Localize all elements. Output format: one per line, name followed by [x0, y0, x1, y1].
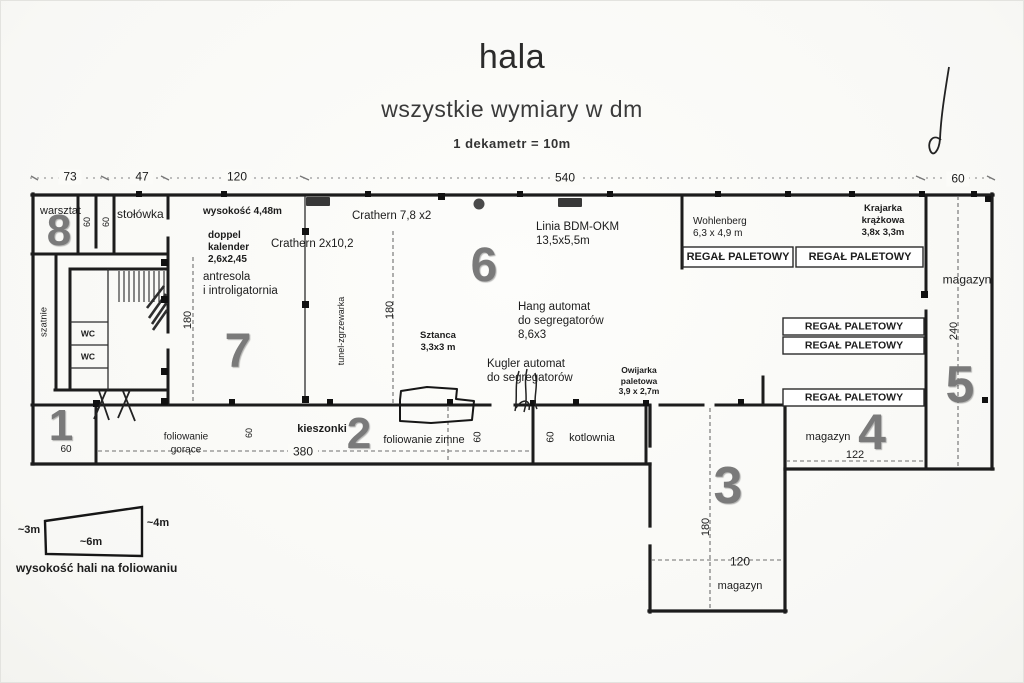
- dimension-chain-line: [30, 175, 996, 181]
- room-number-1: 1: [48, 401, 74, 450]
- dim-540: 540: [549, 170, 581, 186]
- dim-60-b: 60: [472, 431, 484, 443]
- kotlownia-label: kotlownia: [569, 432, 615, 445]
- partition-lines: [70, 196, 306, 403]
- kugler-automat-label: Kugler automat do segregatorów: [487, 358, 573, 385]
- room-number-8: 8: [46, 206, 72, 255]
- crathern-2x102-label: Crathern 2x10,2: [271, 238, 354, 250]
- room-number-6: 6: [470, 239, 498, 292]
- legend-trapezoid: [43, 505, 144, 558]
- dim-240: 240: [948, 321, 960, 341]
- cell-dim-60-b: 60: [101, 216, 111, 228]
- stamp-marks: [306, 197, 582, 207]
- shelf-label-3: REGAŁ PALETOWY: [804, 320, 904, 333]
- stairs-dark-hatch: [145, 285, 169, 331]
- dim-180-mid: 180: [384, 300, 396, 320]
- stairs-hatch: [118, 271, 165, 302]
- shelf-label-1: REGAŁ PALETOWY: [686, 251, 790, 264]
- page-subtitle: wszystkie wymiary w dm: [381, 96, 643, 122]
- column-dot: [473, 198, 485, 210]
- kieszonki-label: kieszonki: [297, 423, 347, 436]
- doppel-kalender-label: doppel kalender 2,6x2,45: [208, 230, 250, 266]
- dim-180-left: 180: [182, 310, 194, 330]
- hand-drawn-scribble: [514, 368, 538, 413]
- antresola-label: antresola i introligatornia: [203, 271, 278, 298]
- hand-drawn-arrow-icon: [928, 66, 950, 155]
- dim-180-room3: 180: [700, 517, 712, 537]
- room-number-2: 2: [346, 409, 372, 458]
- dim-73: 73: [58, 169, 82, 185]
- room-number-7: 7: [224, 325, 252, 378]
- dim-122: 122: [845, 449, 865, 462]
- legend-3m: ~3m: [17, 524, 41, 537]
- linia-bdm-label: Linia BDM-OKM 13,5x5,5m: [536, 221, 620, 248]
- page-title: hala: [478, 38, 546, 76]
- room-stolowka-label: stołówka: [117, 207, 164, 221]
- sztanca-label: Sztanca 3,3x3 m: [420, 330, 456, 353]
- dashed-guides: [98, 196, 959, 608]
- hang-automat-label: Hang automat do segregatorów 8,6x3: [518, 301, 604, 342]
- wohlenberg-label: Wohlenberg 6,3 x 4,9 m: [693, 216, 747, 240]
- shelf-label-5: REGAŁ PALETOWY: [804, 391, 904, 404]
- dim-60-room1: 60: [60, 443, 72, 455]
- owijarka-label: Owijarka paletowa 3,9 x 2,7m: [618, 365, 660, 397]
- magazyn-5-label: magazyn: [942, 272, 992, 287]
- foliowanie-gorace-label: foliowanie gorące: [163, 431, 209, 456]
- dim-120: 120: [221, 169, 253, 185]
- cell-dim-60-a: 60: [82, 216, 92, 228]
- legend-6m: ~6m: [79, 536, 103, 549]
- legend-caption: wysokość hali na foliowaniu: [16, 561, 178, 575]
- height-note: wysokość 4,48m: [203, 206, 282, 217]
- foliowanie-zimne-label: foliowanie zimne: [383, 434, 465, 447]
- door-marks: [93, 389, 136, 422]
- dim-60-a: 60: [244, 427, 254, 439]
- wc-label-a: WC: [80, 328, 96, 339]
- magazyn-3-label: magazyn: [717, 580, 763, 593]
- dim-120: 120: [729, 554, 751, 569]
- szatnie-label: szatnie: [38, 306, 50, 338]
- legend-4m: ~4m: [146, 517, 170, 530]
- hand-drawn-box-sketch: [399, 386, 475, 424]
- room-number-5: 5: [945, 356, 975, 414]
- outer-walls: [30, 192, 995, 614]
- magazyn-4-label: magazyn: [805, 431, 851, 444]
- wc-label-b: WC: [80, 351, 96, 362]
- shelf-label-2: REGAŁ PALETOWY: [808, 251, 912, 264]
- shelf-label-4: REGAŁ PALETOWY: [804, 339, 904, 352]
- crathern-78-label: Crathern 7,8 x2: [352, 210, 432, 222]
- scale-note: 1 dekametr = 10m: [453, 136, 571, 151]
- dim-380: 380: [287, 444, 319, 460]
- krajarka-label: Krajarka krążkowa 3,8x 3,3m: [861, 203, 905, 238]
- dim-60-c: 60: [545, 431, 557, 443]
- room-number-3: 3: [713, 457, 743, 515]
- room-number-4: 4: [858, 404, 886, 460]
- tunel-zgrzewarka-label: tunel-zgrzewarka: [336, 296, 346, 366]
- wall-anchors: [93, 191, 991, 407]
- room-warsztat-label: warsztat: [40, 205, 81, 217]
- shelf-outlines: [682, 246, 925, 407]
- dim-60-top: 60: [946, 171, 970, 187]
- dim-47: 47: [130, 169, 154, 185]
